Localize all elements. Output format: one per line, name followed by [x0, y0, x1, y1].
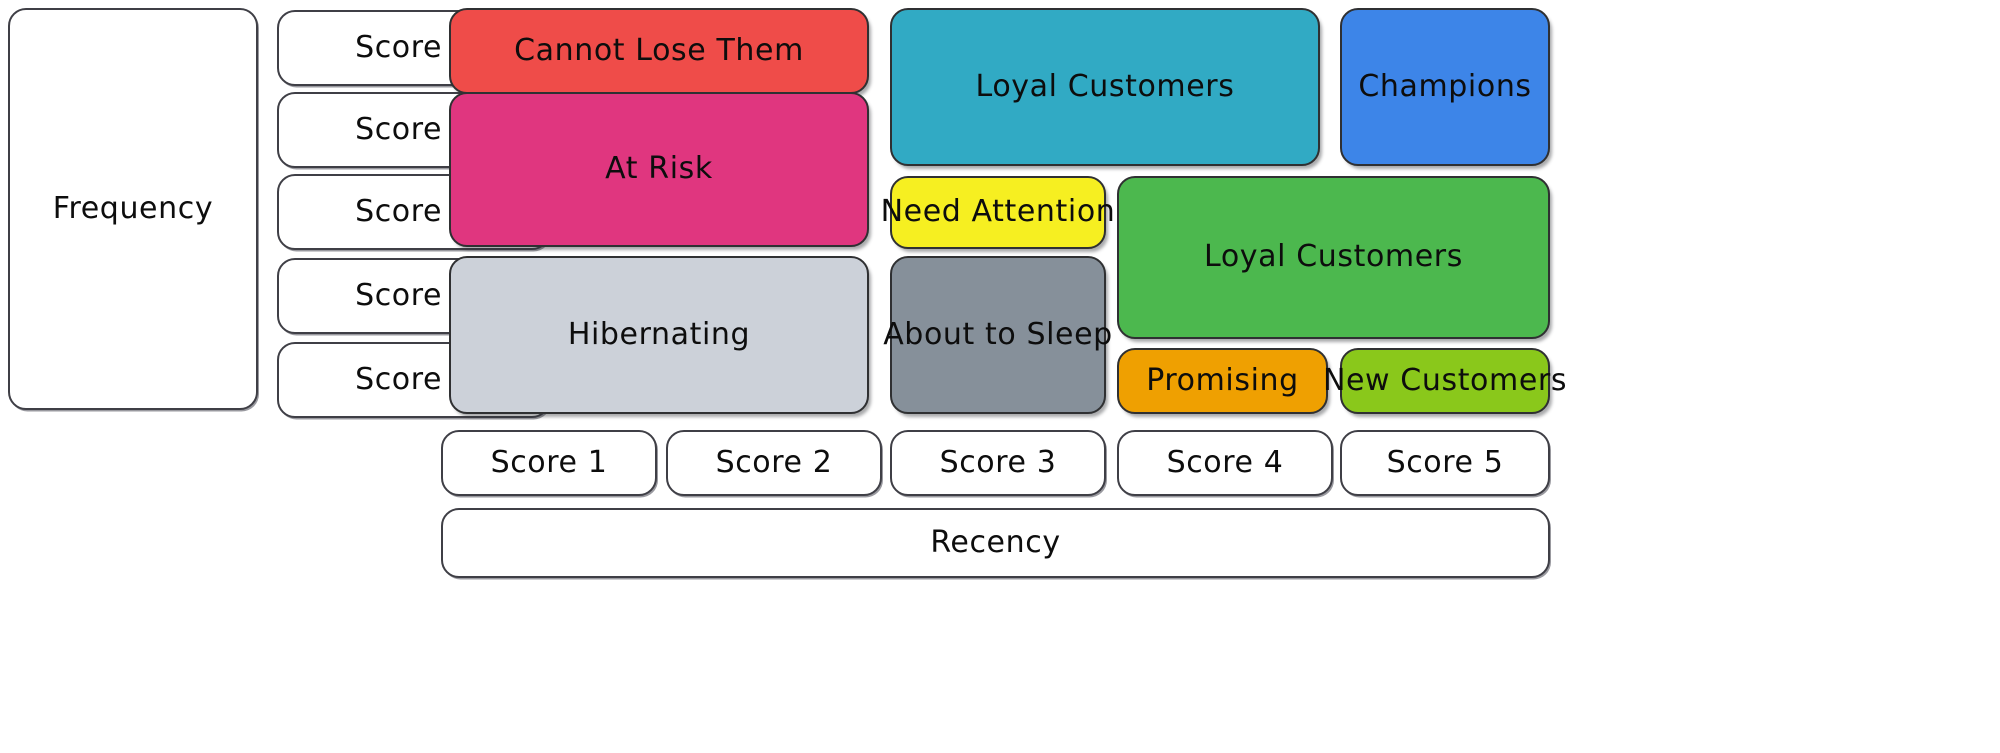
segment-at-risk[interactable]: At Risk — [449, 92, 869, 247]
segment-new-customers-label: New Customers — [1322, 362, 1568, 398]
recency-score-3[interactable]: Score 3 — [890, 430, 1106, 496]
segment-loyal-customers-green[interactable]: Loyal Customers — [1117, 176, 1550, 339]
segment-about-to-sleep-label: About to Sleep — [883, 316, 1113, 352]
recency-score-3-label: Score 3 — [939, 444, 1057, 480]
recency-score-2[interactable]: Score 2 — [666, 430, 882, 496]
recency-score-5-label: Score 5 — [1386, 444, 1504, 480]
recency-axis-label-text: Recency — [930, 524, 1061, 560]
segment-loyal-customers-teal[interactable]: Loyal Customers — [890, 8, 1320, 166]
segment-cannot-lose-them-label: Cannot Lose Them — [514, 32, 804, 68]
recency-score-5[interactable]: Score 5 — [1340, 430, 1550, 496]
segment-hibernating-label: Hibernating — [567, 316, 751, 352]
segment-champions-label: Champions — [1358, 68, 1532, 104]
segment-promising[interactable]: Promising — [1117, 348, 1328, 414]
segment-cannot-lose-them[interactable]: Cannot Lose Them — [449, 8, 869, 94]
recency-axis-label: Recency — [441, 508, 1550, 578]
segment-champions[interactable]: Champions — [1340, 8, 1550, 166]
recency-score-1[interactable]: Score 1 — [441, 430, 657, 496]
segment-loyal-customers-teal-label: Loyal Customers — [975, 68, 1235, 104]
frequency-axis-label: Frequency — [8, 8, 258, 410]
recency-score-1-label: Score 1 — [490, 444, 608, 480]
frequency-axis-label-text: Frequency — [52, 190, 214, 226]
segment-need-attention[interactable]: Need Attention — [881, 176, 1115, 249]
recency-score-4[interactable]: Score 4 — [1117, 430, 1333, 496]
segment-promising-label: Promising — [1146, 362, 1299, 398]
segment-about-to-sleep[interactable]: About to Sleep — [883, 256, 1112, 414]
recency-score-2-label: Score 2 — [715, 444, 833, 480]
segment-hibernating[interactable]: Hibernating — [449, 256, 869, 414]
segment-loyal-customers-green-label: Loyal Customers — [1204, 239, 1463, 275]
recency-score-4-label: Score 4 — [1166, 444, 1284, 480]
segment-at-risk-label: At Risk — [605, 151, 713, 187]
segment-new-customers[interactable]: New Customers — [1323, 348, 1566, 414]
segment-need-attention-label: Need Attention — [880, 194, 1116, 230]
